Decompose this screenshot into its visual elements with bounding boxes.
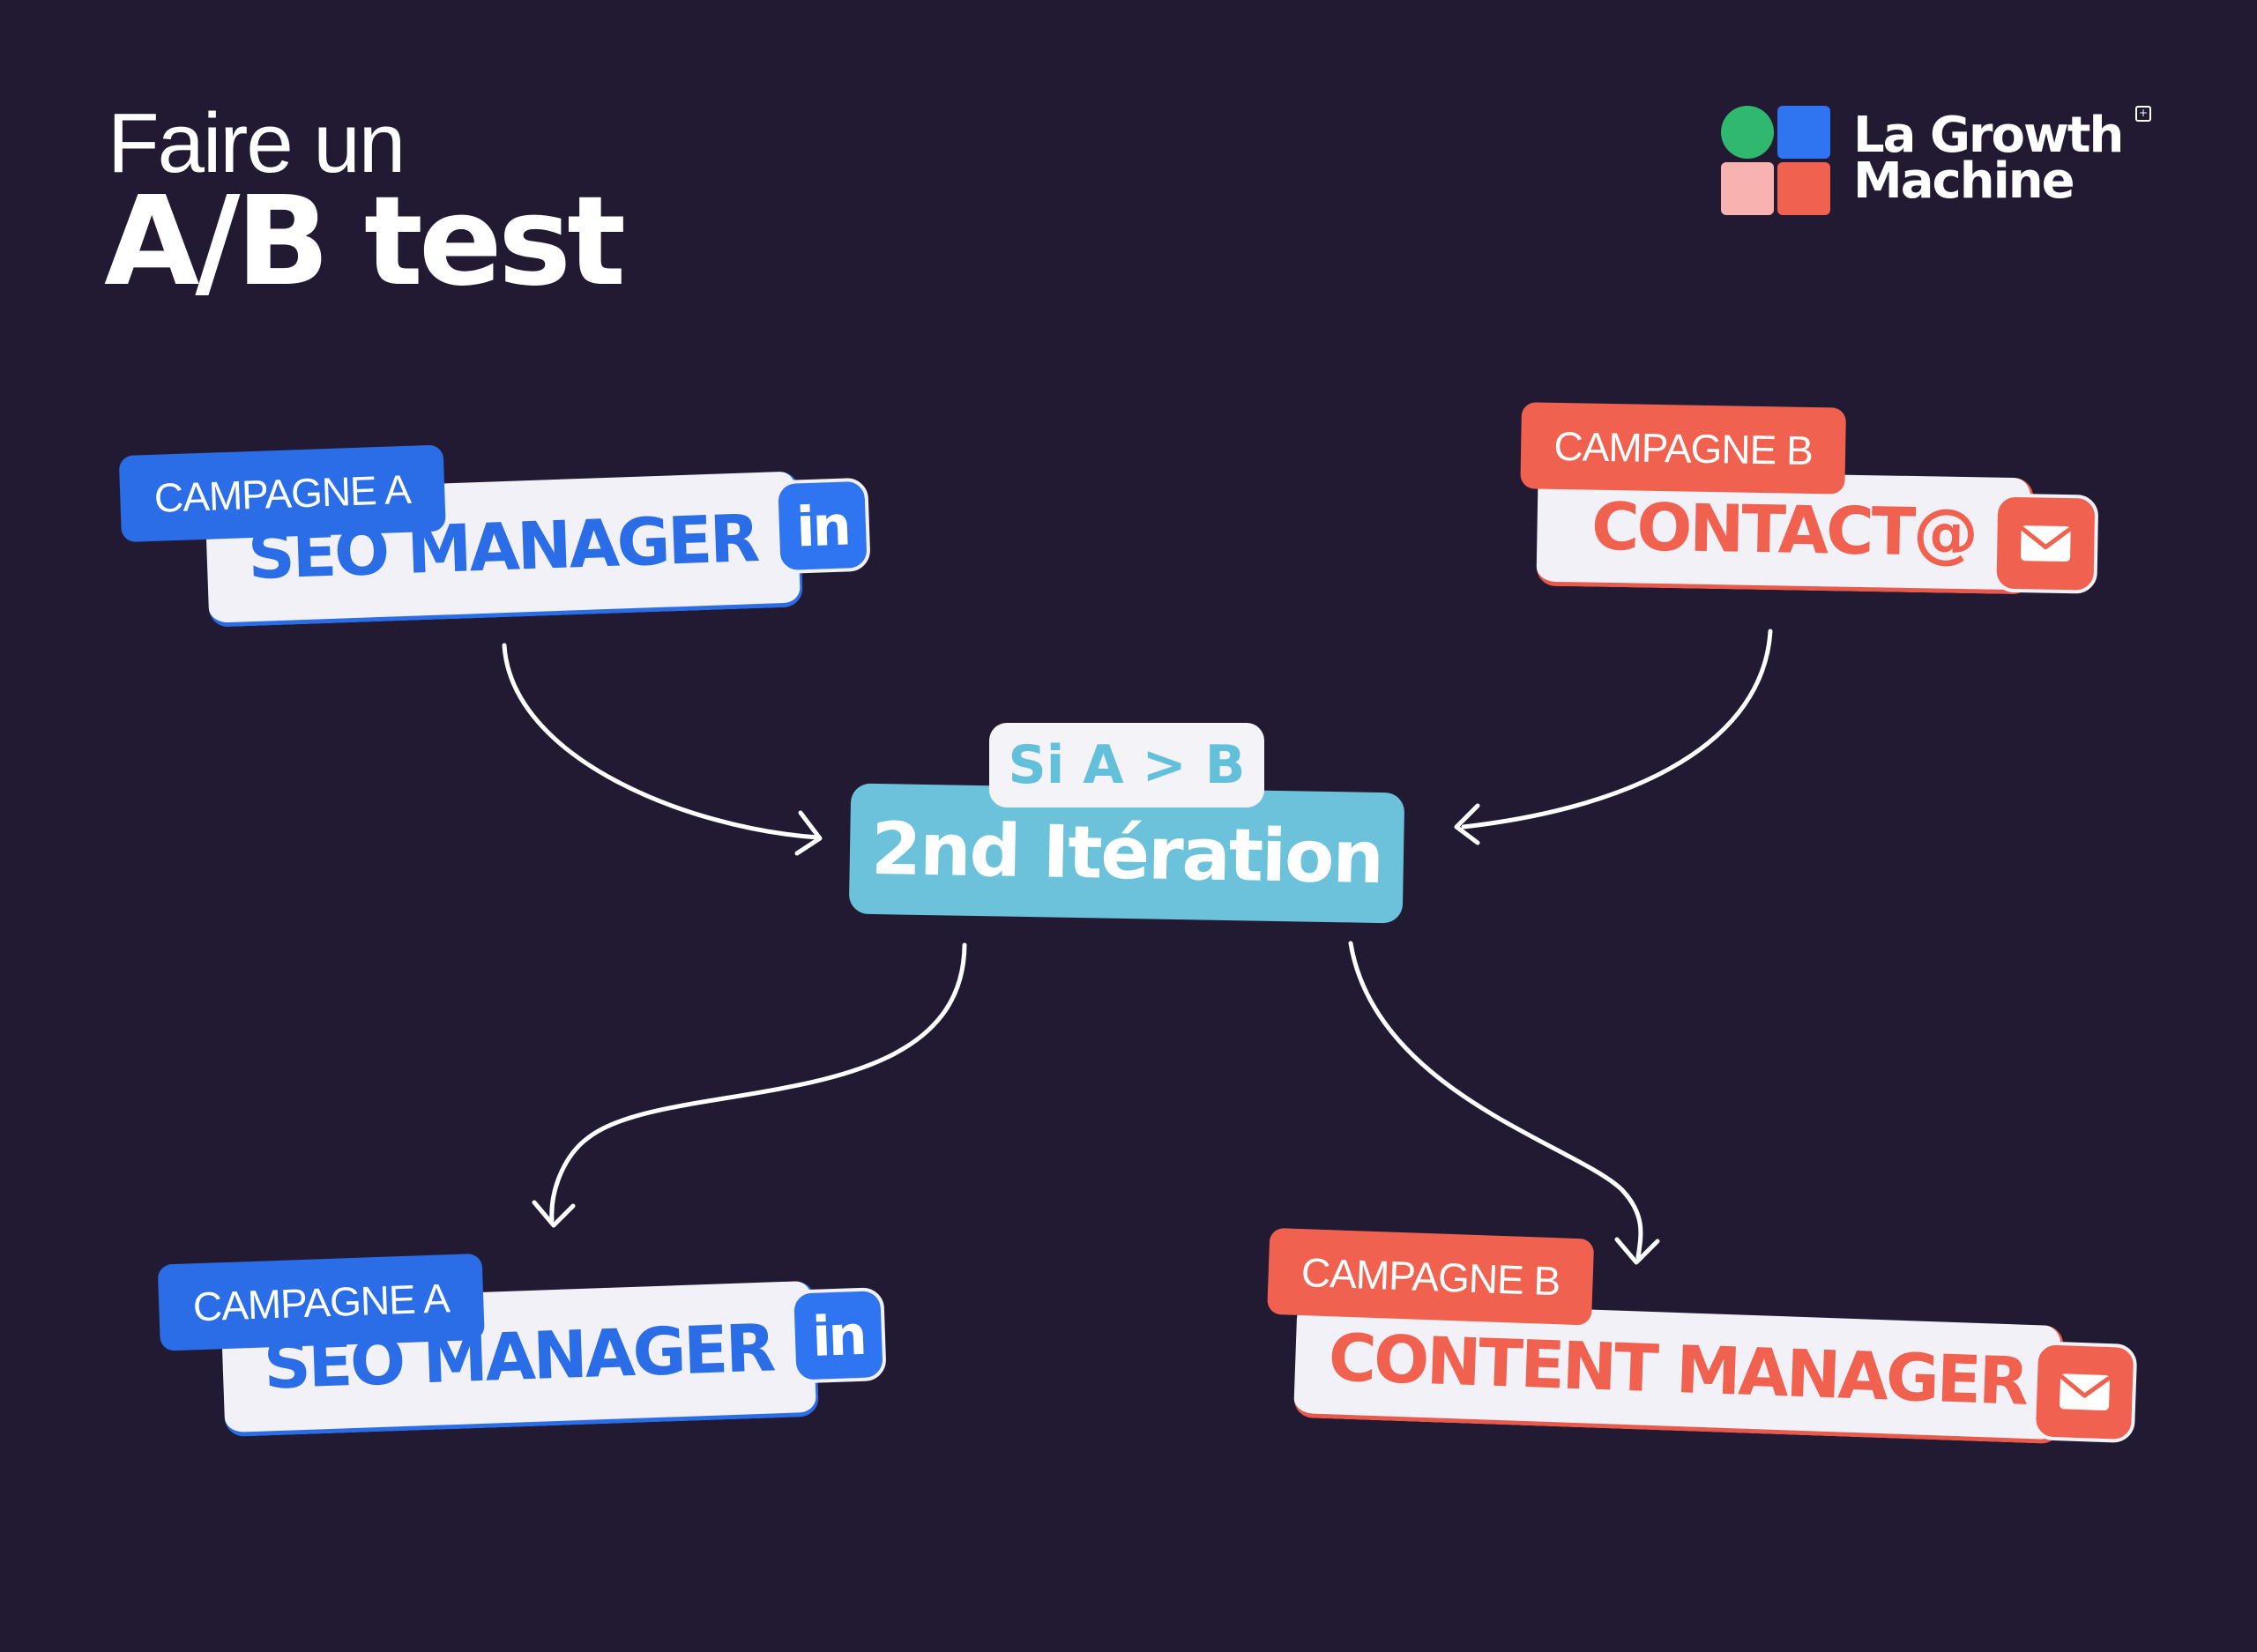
registered-icon: + <box>2135 106 2151 122</box>
campaign-tag: CAMPAGNE A <box>118 444 446 543</box>
logo-mark-icon <box>1721 106 1830 215</box>
campaign-tag: CAMPAGNE B <box>1267 1227 1595 1326</box>
card-campagne-a-bottom: SEO MANAGER CAMPAGNE A in <box>157 1228 905 1456</box>
card-label: CONTACT@ <box>1590 488 1977 571</box>
arrowhead-a2 <box>532 1200 576 1228</box>
arrowhead-b <box>1454 803 1480 845</box>
card-label: CONTENT MANAGER <box>1327 1319 2028 1420</box>
arrowhead-a <box>794 810 823 856</box>
card-campagne-b-bottom: CONTENT MANAGER CAMPAGNE B <box>1263 1227 2142 1470</box>
card-body: CONTENT MANAGER <box>1293 1299 2065 1445</box>
logo-text-line2: Machine <box>1853 153 2075 210</box>
arrow-iteration-to-b <box>1348 941 1643 1260</box>
page-title: A/B test <box>104 170 626 314</box>
logo-text-line1: La Growth <box>1853 107 2124 164</box>
campaign-tag: CAMPAGNE A <box>157 1253 485 1351</box>
arrow-a-to-iteration <box>502 643 821 840</box>
card-campagne-b-top: CONTACT@ CAMPAGNE B <box>1515 402 2109 615</box>
campaign-tag: CAMPAGNE B <box>1520 402 1847 495</box>
card-campagne-a-top: SEO MANAGER CAMPAGNE A in <box>118 419 891 648</box>
logo: La Growth Machine + <box>1721 106 2151 220</box>
arrow-iteration-to-a <box>549 942 967 1223</box>
mail-icon <box>2031 1341 2138 1444</box>
mail-icon <box>1993 493 2099 594</box>
condition-tag: Si A > B <box>989 723 1264 807</box>
linkedin-icon: in <box>774 477 871 575</box>
arrow-b-to-iteration <box>1461 629 1773 830</box>
logo-text: La Growth Machine <box>1853 107 2124 210</box>
linkedin-icon: in <box>790 1287 887 1384</box>
arrowhead-b2 <box>1614 1237 1660 1265</box>
page-title-line1: Faire un <box>108 96 406 190</box>
